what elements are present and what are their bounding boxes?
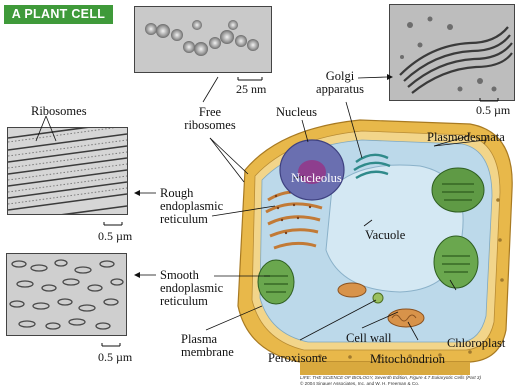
label-smooth-er-line3: reticulum [160,295,223,308]
label-ribosomes: Ribosomes [31,105,87,118]
label-mitochondrion: Mitochondrion [370,353,445,366]
label-plasma-membrane: Plasma membrane [181,333,234,359]
label-free-ribosomes: Free ribosomes [175,106,245,132]
label-peroxisome: Peroxisome [268,352,327,365]
label-nucleolus: Nucleolus [291,172,342,185]
label-cell-wall: Cell wall [346,332,391,345]
label-golgi: Golgi apparatus [312,70,368,96]
peroxisome-shape [373,293,383,303]
label-smooth-er: Smooth endoplasmic reticulum [160,269,223,308]
label-free-ribosomes-line2: ribosomes [175,119,245,132]
credit-line-1: LIFE: THE SCIENCE OF BIOLOGY, Seventh Ed… [300,375,481,380]
label-plasma-membrane-line2: membrane [181,346,234,359]
label-rough-er-line3: reticulum [160,213,223,226]
arrow-shafts [140,193,156,275]
label-plasmodesmata: Plasmodesmata [427,131,505,144]
credit-line-2: © 2004 Sinauer Associates, Inc. and W. H… [300,381,419,386]
label-golgi-line2: apparatus [312,83,368,96]
label-nucleus: Nucleus [276,106,317,119]
label-chloroplast: Chloroplast [447,337,505,350]
label-vacuole: Vacuole [365,229,405,242]
label-rough-er: Rough endoplasmic reticulum [160,187,223,226]
